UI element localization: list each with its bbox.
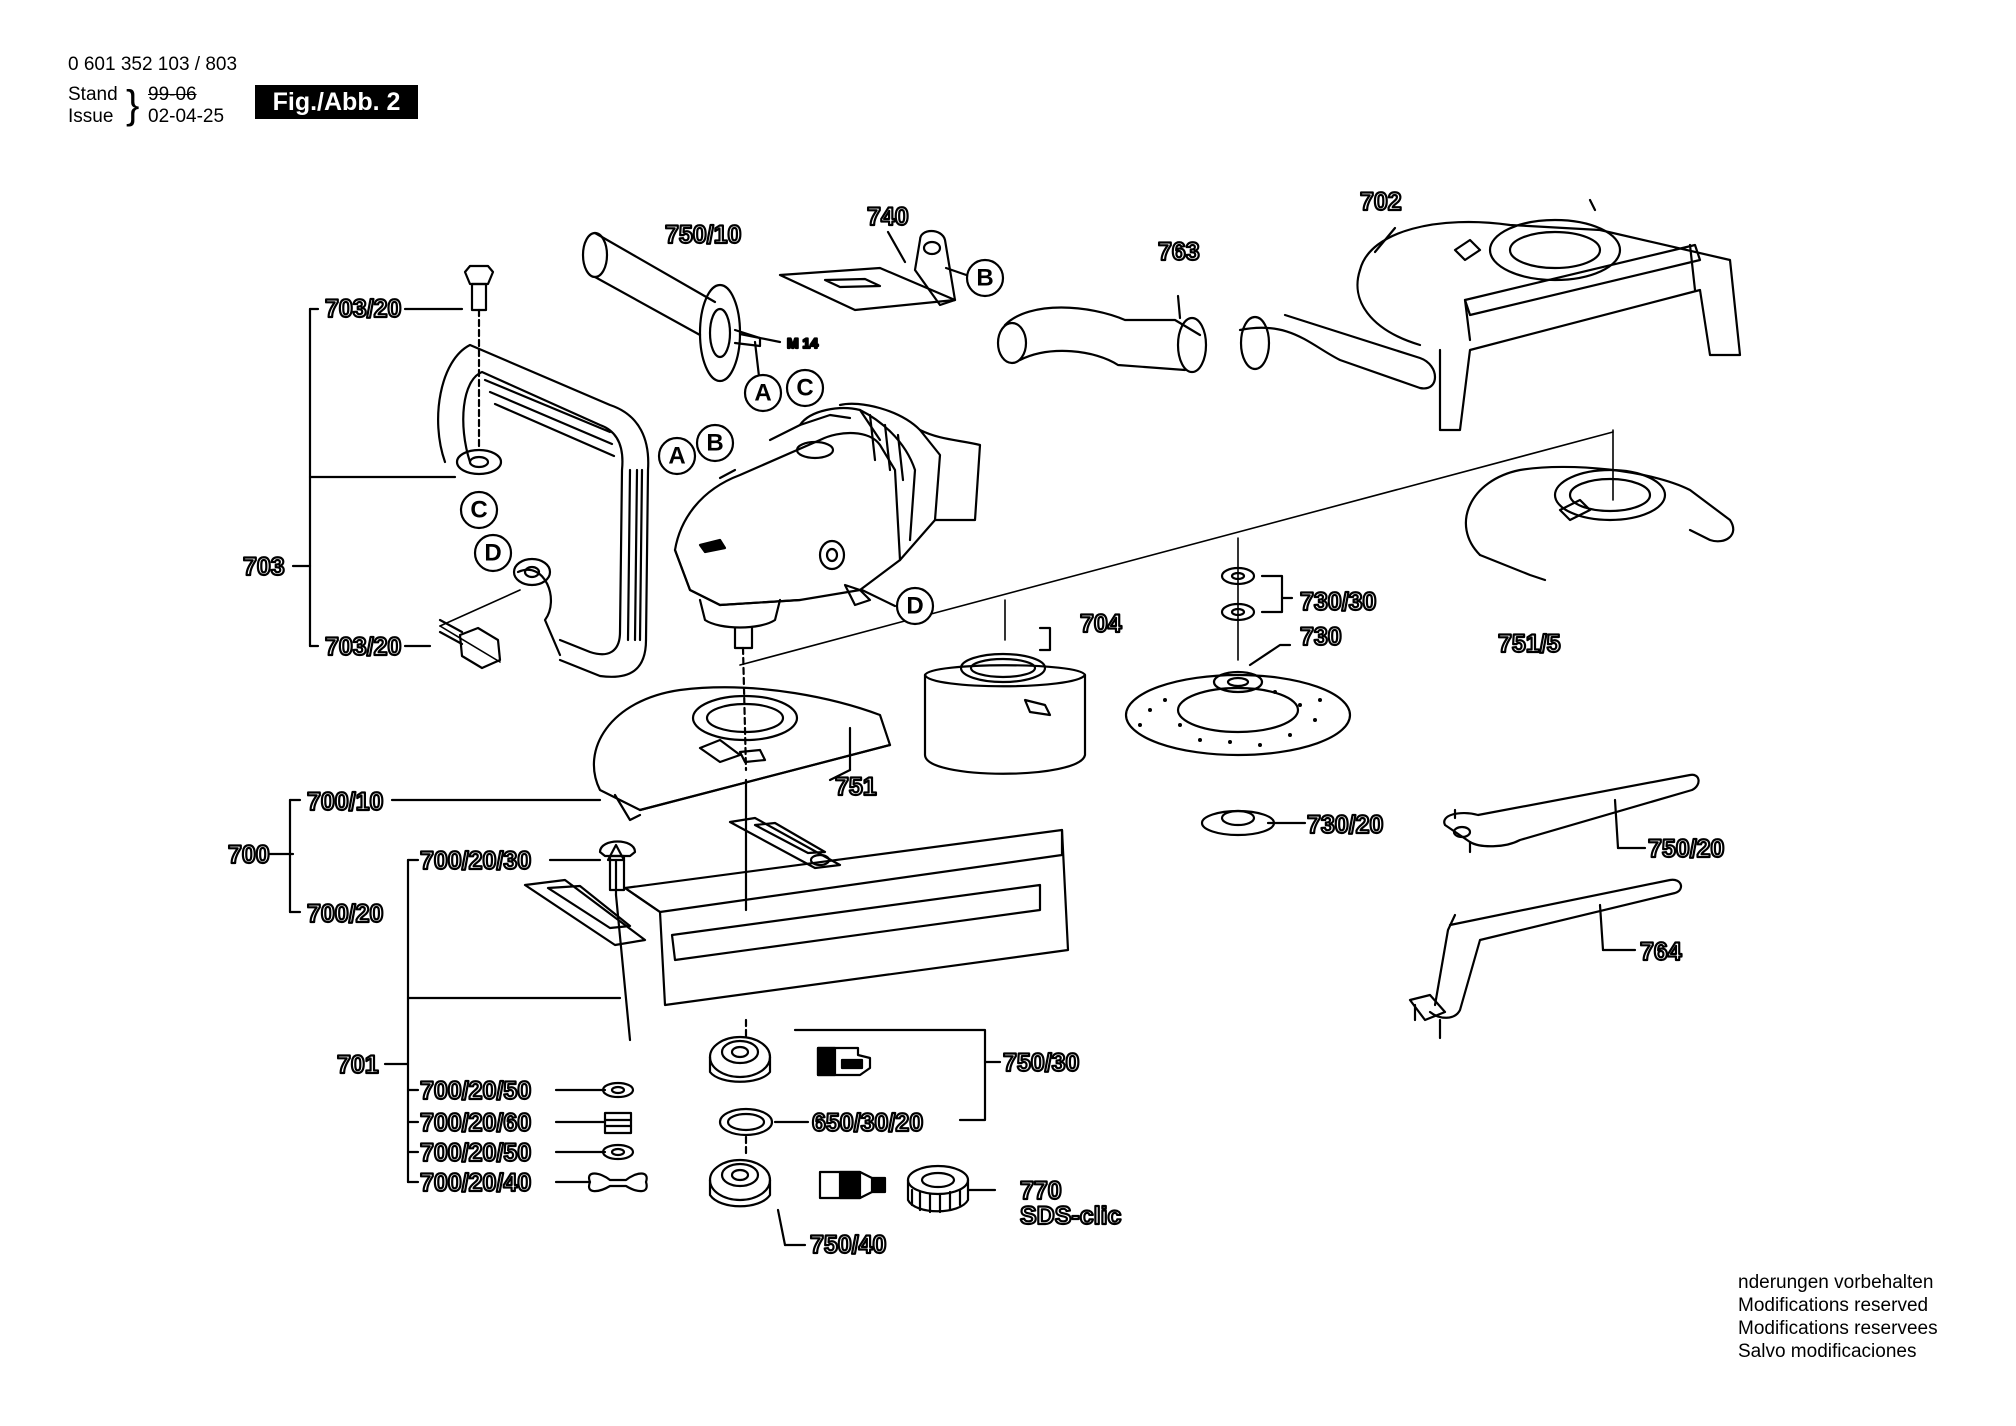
stand-label: Stand [68,84,118,105]
label-700-20-60: 700/20/60 [420,1109,531,1137]
label-764: 764 [1640,938,1682,966]
label-sds-clic: SDS-clic [1020,1202,1122,1230]
label-700: 700 [228,841,270,869]
label-750-40: 750/40 [810,1231,886,1259]
label-702: 702 [1360,188,1402,216]
figure-label: Fig./Abb. 2 [255,85,418,119]
wrench-764-drawing [1408,878,1683,1040]
label-700-20-50-a: 700/20/50 [420,1077,531,1105]
handle-703-drawing [437,264,650,678]
connector-c-2: C [470,497,487,524]
connector-d-1: D [484,540,501,567]
label-750-10: 750/10 [665,221,741,249]
connector-d-2: D [906,593,923,620]
part-number: 0 601 352 103 / 803 [68,54,238,75]
label-751: 751 [835,773,877,801]
label-730-20: 730/20 [1307,811,1383,839]
label-703: 703 [243,553,285,581]
label-703-20-top: 703/20 [325,295,401,323]
extraction-guard-702-drawing [1238,198,1742,432]
wing-nut-stack-drawing [554,1081,648,1193]
sds-clic-nut-770-drawing [906,1164,997,1214]
label-650-30-20: 650/30/20 [812,1109,923,1137]
issue-label: Issue [68,106,114,127]
label-740: 740 [867,203,909,231]
bracket-700-group [268,798,602,914]
issue-value: 02-04-25 [148,106,225,127]
guide-rail-700-20-drawing [523,778,1070,1042]
hose-763-drawing [996,294,1208,374]
label-703-20-bottom: 703/20 [325,633,401,661]
label-750-30: 750/30 [1003,1049,1079,1077]
label-m14: M 14 [787,335,818,351]
angle-grinder-body-drawing [673,402,982,772]
bracket-703-group [291,307,464,648]
label-763: 763 [1158,238,1200,266]
ring-650-30-20-drawing [718,1107,810,1157]
label-700-20-50-b: 700/20/50 [420,1139,531,1167]
label-750-20: 750/20 [1648,835,1724,863]
label-701: 701 [337,1051,379,1079]
flange-730-20-drawing [1200,809,1307,837]
connector-b-1: B [706,430,723,457]
footer-line-3: Modifications reservees [1738,1318,1938,1339]
bolt-700-20-30-drawing [598,840,637,892]
label-700-10: 700/10 [307,788,383,816]
label-730: 730 [1300,623,1342,651]
connector-a-1: A [754,380,771,407]
flange-750-30-drawing [708,1018,1002,1122]
flange-750-40-drawing [708,1158,887,1247]
bracket-701-group [383,858,622,1184]
wrench-750-20-drawing [1443,773,1700,854]
disc-730-drawing [1124,566,1352,757]
alignment-line [739,431,1614,666]
label-770: 770 [1020,1177,1062,1205]
footer-line-1: nderungen vorbehalten [1738,1272,1934,1293]
connector-c-1: C [796,375,813,402]
stand-value: 99-06 [148,84,197,105]
guard-704-drawing [923,626,1087,775]
brace-icon: } [126,83,140,127]
connector-b-2: B [976,265,993,292]
label-700-20-30: 700/20/30 [420,847,531,875]
wheel-guard-751-5-drawing [1464,429,1735,582]
clamp-plate-740-drawing [778,229,977,312]
label-704: 704 [1080,610,1122,638]
connector-a-2: A [668,443,685,470]
side-handle-750-10-drawing [581,231,782,387]
wheel-guard-751-drawing [592,686,892,822]
label-700-20-40: 700/20/40 [420,1169,531,1197]
label-700-20: 700/20 [307,900,383,928]
footer-line-4: Salvo modificaciones [1738,1341,1917,1362]
footer-line-2: Modifications reserved [1738,1295,1929,1316]
label-730-30: 730/30 [1300,588,1376,616]
label-751-5: 751/5 [1498,630,1561,658]
